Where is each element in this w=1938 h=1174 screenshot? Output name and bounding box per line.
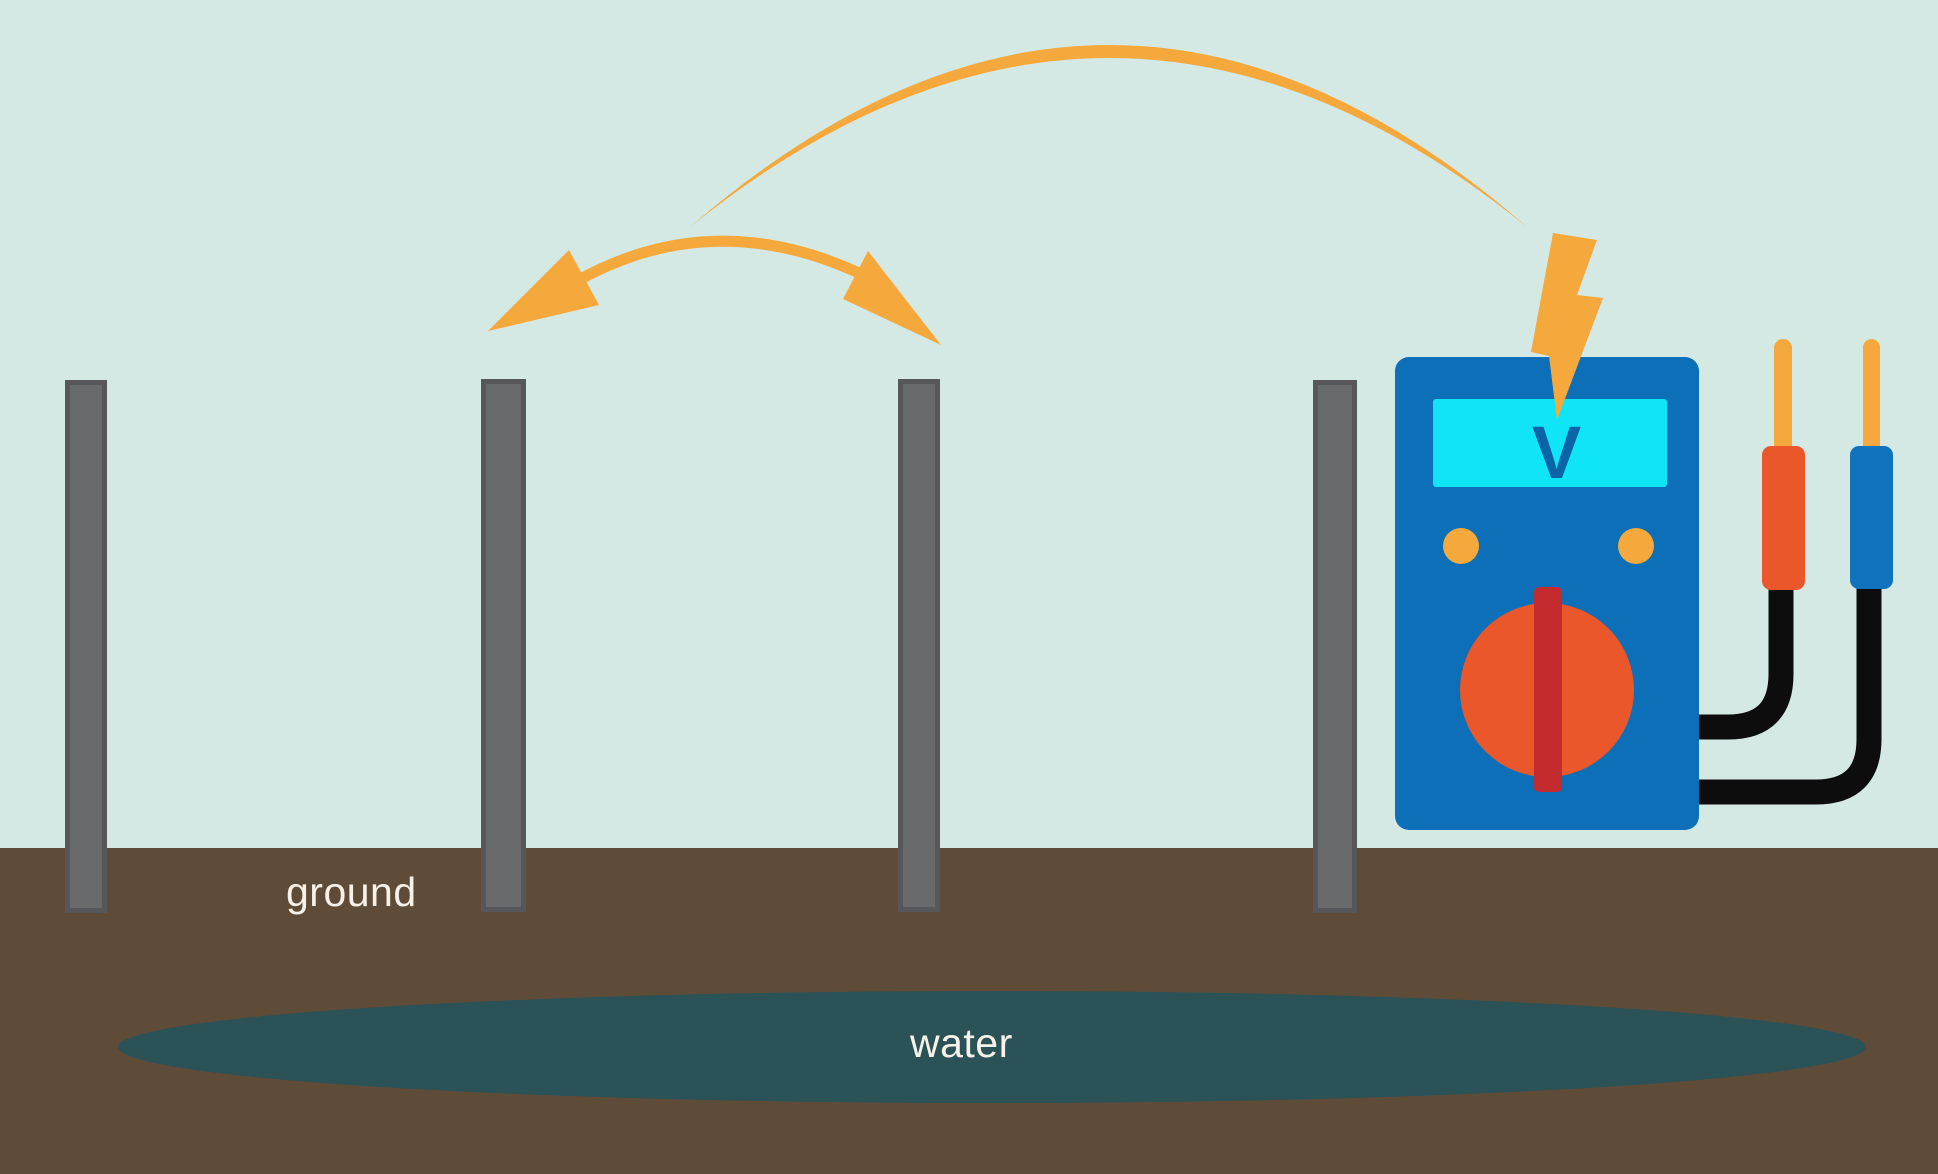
arrowhead-right-icon [843,251,941,345]
meter-port-right [1618,528,1654,564]
red-probe-tip [1774,339,1792,451]
meter-port-left [1443,528,1479,564]
voltmeter: V [1395,357,1699,830]
red-probe-handle [1762,446,1805,590]
ground-label: ground [286,869,417,915]
arrowhead-left-icon [488,250,599,331]
rod-electrode-2 [481,379,526,912]
blue-probe-cable [1699,584,1882,805]
rod-to-rod-arrow-icon [488,235,941,345]
rod-to-rod-arc [574,235,864,286]
rod-electrode-3 [898,379,940,912]
rod-electrode-4 [1313,380,1357,913]
voltmeter-screen: V [1433,399,1667,494]
voltmeter-display-value: V [1531,410,1583,494]
meter-dial-pointer [1534,587,1562,792]
underground-water-ellipse [118,991,1866,1103]
rod-electrode-1 [65,380,107,913]
red-probe-cable [1699,585,1794,740]
blue-probe-tip [1863,339,1880,451]
rod-to-meter-arc-arrow-icon [690,45,1527,227]
water-label: water [910,1020,1013,1066]
blue-probe-handle [1850,446,1893,589]
